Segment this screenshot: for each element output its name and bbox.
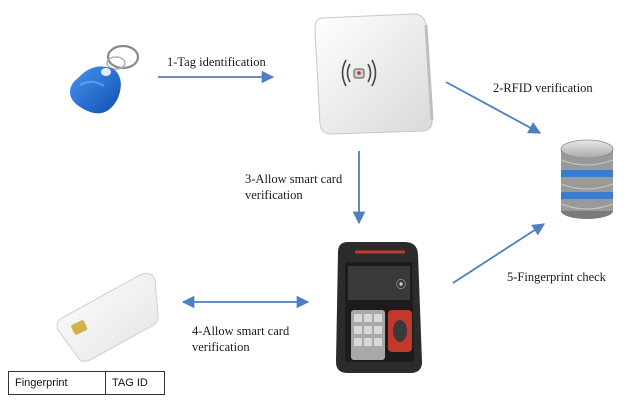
fingerprint-terminal-icon: ⦿ (336, 242, 422, 373)
card-data-table: Fingerprint TAG ID (8, 371, 165, 395)
fingerprint-cell: Fingerprint (9, 372, 106, 394)
smart-card-icon (56, 272, 159, 362)
step-3-label-line2: verification (245, 188, 303, 202)
database-icon (560, 139, 614, 219)
arrow-reader-to-database (445, 81, 542, 134)
rfid-reader-icon (314, 13, 434, 135)
rfid-keyfob-icon (70, 44, 140, 114)
tag-id-cell: TAG ID (112, 377, 148, 389)
step-4-label-line2: verification (192, 340, 250, 354)
step-1-label: 1-Tag identification (167, 55, 266, 69)
step-3-label-line1: 3-Allow smart card (245, 172, 343, 186)
step-4-label-line1: 4-Allow smart card (192, 324, 290, 338)
svg-text:⦿: ⦿ (396, 279, 406, 291)
arrow-terminal-to-database (452, 223, 546, 284)
step-2-label: 2-RFID verification (493, 81, 593, 95)
step-5-label: 5-Fingerprint check (507, 270, 606, 284)
